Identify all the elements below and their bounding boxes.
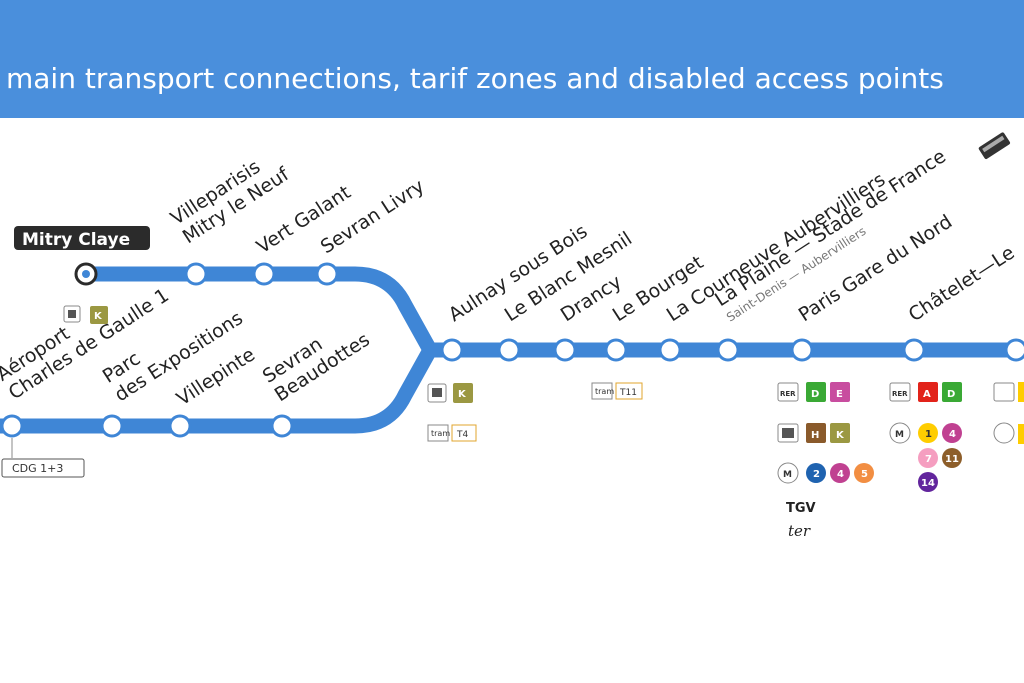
next-station-connections: [993, 382, 1024, 444]
svg-text:1: 1: [925, 429, 932, 440]
svg-text:RER: RER: [892, 390, 908, 398]
upper-branch-line: [78, 266, 438, 358]
svg-text:K: K: [836, 430, 845, 441]
station-aulnay-sous-bois[interactable]: [440, 338, 464, 362]
station-villeparisis[interactable]: [184, 262, 208, 286]
header-banner: main transport connections, tarif zones …: [0, 0, 1024, 118]
svg-text:14: 14: [921, 478, 935, 489]
station-la-courneuve[interactable]: [658, 338, 682, 362]
label-sevran-beaudottes: Sevran Beaudottes: [259, 329, 374, 407]
station-sevran-beaudottes[interactable]: [270, 414, 294, 438]
svg-text:5: 5: [861, 469, 868, 480]
station-villepinte[interactable]: [168, 414, 192, 438]
terminus-label: Mitry Claye: [22, 230, 130, 250]
transilien-k-badge: [90, 306, 108, 324]
svg-text:D: D: [947, 389, 955, 400]
map-title: main transport connections, tarif zones …: [6, 62, 944, 95]
station-le-bourget[interactable]: [604, 338, 628, 362]
station-chatelet[interactable]: [902, 338, 926, 362]
station-mitry-claye-center: [82, 270, 90, 278]
gare-du-nord-connections: RER D E H K M 2 4 5 TGV ter: [777, 382, 874, 540]
svg-text:K: K: [458, 389, 467, 400]
bourget-connection: tram T11: [591, 382, 643, 400]
mitry-connections: K: [63, 305, 108, 324]
svg-text:D: D: [811, 389, 819, 400]
svg-text:RER: RER: [780, 390, 796, 398]
station-drancy[interactable]: [553, 338, 577, 362]
transilien-k-badge: [453, 383, 473, 403]
station-gare-du-nord[interactable]: [790, 338, 814, 362]
terminus-label-box: [14, 226, 150, 250]
svg-text:A: A: [923, 389, 931, 400]
svg-text:tram: tram: [431, 429, 450, 438]
svg-text:2: 2: [813, 469, 820, 480]
label-courneuve: La Courneuve Aubervilliers: [663, 168, 890, 326]
svg-text:7: 7: [925, 454, 932, 465]
svg-text:H: H: [811, 430, 819, 441]
plaine-stadium-icon: [978, 132, 1011, 159]
svg-text:CDG 1+3: CDG 1+3: [12, 462, 63, 475]
label-chatelet: Châtelet—Le: [905, 242, 1019, 327]
svg-text:M: M: [783, 470, 792, 480]
svg-text:E: E: [836, 389, 843, 400]
station-vert-galant[interactable]: [252, 262, 276, 286]
station-le-blanc-mesnil[interactable]: [497, 338, 521, 362]
aulnay-connections: K tram T4: [427, 383, 477, 442]
lower-branch-line: [0, 342, 438, 434]
cdg-connection: CDG 1+3: [1, 438, 85, 478]
svg-text:4: 4: [837, 469, 844, 480]
station-la-plaine[interactable]: [716, 338, 740, 362]
svg-text:M: M: [895, 430, 904, 440]
svg-text:TGV: TGV: [786, 501, 816, 516]
station-next[interactable]: [1004, 338, 1024, 362]
svg-text:T11: T11: [619, 388, 637, 398]
svg-text:T4: T4: [456, 430, 468, 440]
label-parc-expositions: Parc des Expositions: [99, 307, 247, 406]
svg-text:tram: tram: [595, 387, 614, 396]
svg-text:La Courneuve Aubervilliers: La Courneuve Aubervilliers: [663, 168, 890, 326]
svg-text:ter: ter: [788, 522, 811, 540]
svg-text:11: 11: [945, 454, 959, 465]
chatelet-connections: RER A D M 1 4 7 11 14: [889, 382, 962, 492]
svg-text:Châtelet—Le: Châtelet—Le: [905, 242, 1019, 327]
station-aeroport-cdg1[interactable]: [0, 414, 24, 438]
svg-text:4: 4: [949, 429, 956, 440]
station-parc-expositions[interactable]: [100, 414, 124, 438]
svg-text:K: K: [94, 311, 103, 322]
station-sevran-livry[interactable]: [315, 262, 339, 286]
